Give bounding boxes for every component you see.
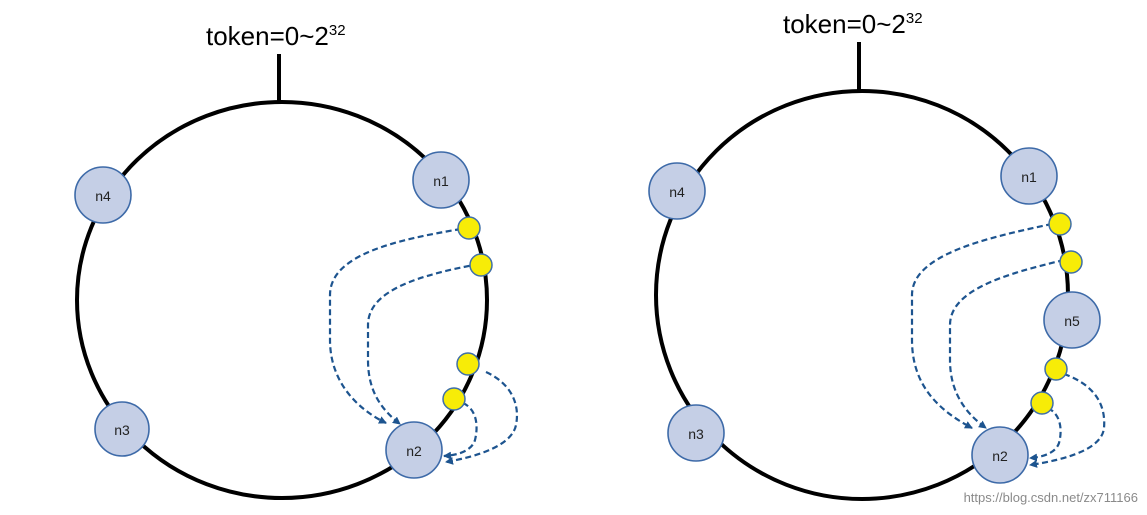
svg-text:n2: n2 bbox=[406, 443, 422, 459]
right-node-n1: n1 bbox=[1000, 147, 1058, 205]
svg-text:n4: n4 bbox=[669, 184, 685, 200]
right-data-point bbox=[1030, 391, 1054, 415]
right-node-n3: n3 bbox=[667, 404, 725, 462]
svg-text:n3: n3 bbox=[114, 422, 130, 438]
svg-text:n2: n2 bbox=[992, 448, 1008, 464]
right-data-point bbox=[1048, 212, 1072, 236]
left-remap-arrow bbox=[328, 227, 462, 424]
left-hash-ring: token=0~232 n1 n2 n3 n4 bbox=[74, 21, 518, 500]
left-remap-arrow bbox=[443, 402, 478, 460]
left-node-n3: n3 bbox=[94, 401, 150, 457]
right-hash-ring: token=0~232 n1 n5 n2 n3 bbox=[648, 9, 1106, 501]
right-node-n5: n5 bbox=[1043, 291, 1101, 349]
svg-text:n1: n1 bbox=[1021, 169, 1037, 185]
left-data-point bbox=[469, 253, 493, 277]
left-node-n2: n2 bbox=[385, 421, 443, 479]
right-data-point bbox=[1059, 250, 1083, 274]
right-remap-arrow bbox=[1029, 407, 1062, 462]
left-ring-title: token=0~232 bbox=[206, 21, 346, 51]
svg-text:n5: n5 bbox=[1064, 313, 1080, 329]
left-node-n1: n1 bbox=[412, 151, 470, 209]
left-data-point bbox=[457, 216, 481, 240]
svg-text:n1: n1 bbox=[433, 173, 449, 189]
right-node-n4: n4 bbox=[648, 162, 706, 220]
right-remap-arrow bbox=[1029, 372, 1106, 468]
right-data-point bbox=[1044, 357, 1068, 381]
svg-text:n4: n4 bbox=[95, 188, 111, 204]
left-node-n4: n4 bbox=[74, 166, 132, 224]
left-data-point bbox=[442, 387, 466, 411]
right-node-n2: n2 bbox=[971, 426, 1029, 484]
left-ring-circle bbox=[75, 100, 489, 500]
right-ring-title: token=0~232 bbox=[783, 9, 923, 39]
left-data-point bbox=[456, 352, 480, 376]
svg-text:n3: n3 bbox=[688, 426, 704, 442]
right-remap-arrow bbox=[948, 258, 1065, 429]
right-remap-arrow bbox=[910, 222, 1053, 429]
left-remap-arrow bbox=[445, 371, 518, 465]
watermark-text: https://blog.csdn.net/zx711166 bbox=[964, 490, 1138, 505]
